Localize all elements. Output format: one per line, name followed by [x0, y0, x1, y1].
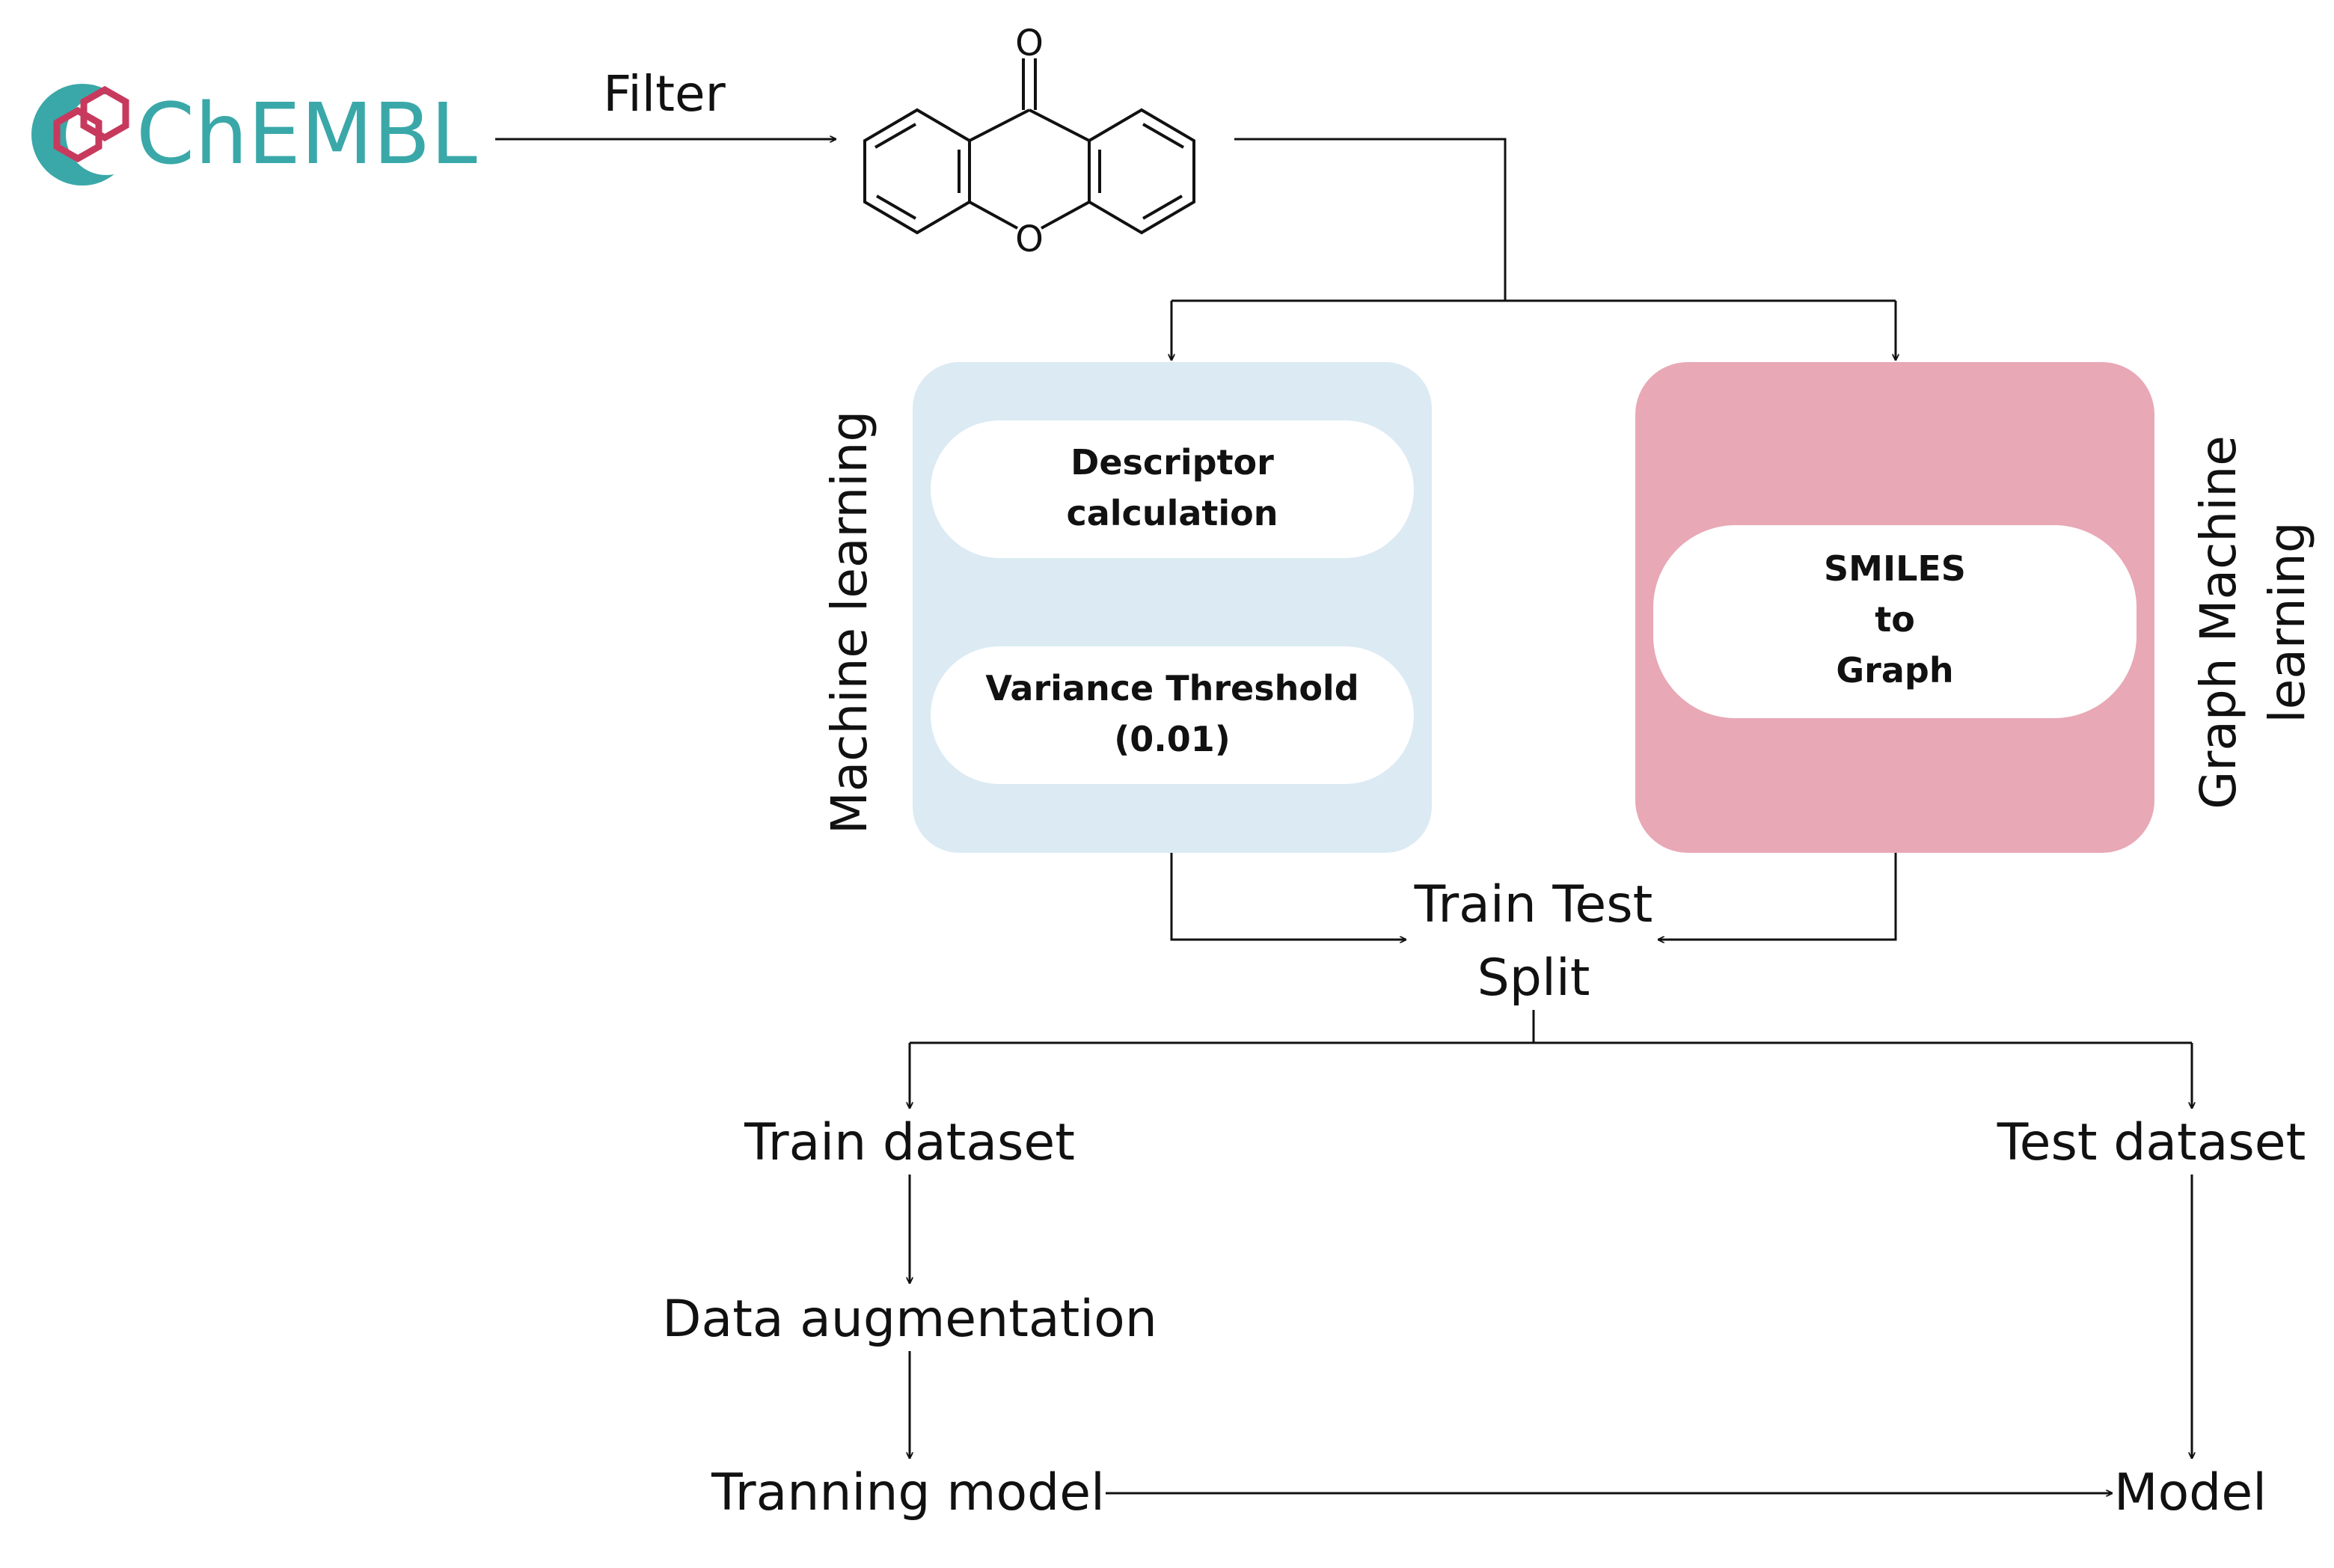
hexagon-icon	[53, 85, 129, 163]
smiles-to-graph-line1: SMILES	[1824, 548, 1966, 589]
chembl-logo: ChEMBL	[31, 84, 477, 186]
ring-oxygen-label: O	[1015, 218, 1044, 260]
descriptor-calculation-step	[931, 420, 1414, 558]
train-test-split-line2: Split	[1477, 949, 1590, 1008]
train-dataset-label: Train dataset	[744, 1113, 1075, 1172]
filter-label: Filter	[603, 65, 726, 123]
gml-box: SMILES to Graph	[1635, 362, 2154, 853]
carbonyl-oxygen-label: O	[1015, 22, 1044, 64]
descriptor-calculation-line2: calculation	[1066, 493, 1278, 533]
train-test-split-line1: Train Test	[1414, 875, 1653, 934]
test-dataset-label: Test dataset	[1997, 1113, 2306, 1172]
data-augmentation-label: Data augmentation	[662, 1290, 1157, 1349]
chembl-logo-text: ChEMBL	[136, 86, 477, 183]
ml-side-label: Machine learning	[821, 411, 878, 835]
ml-to-split-arrow	[1170, 853, 1406, 940]
smiles-to-graph-step	[1653, 525, 2137, 718]
smiles-to-graph-line3: Graph	[1836, 650, 1953, 690]
training-model-label: Tranning model	[711, 1463, 1105, 1522]
smiles-to-graph-line2: to	[1875, 599, 1915, 640]
descriptor-calculation-line1: Descriptor	[1070, 442, 1274, 483]
gml-side-label-line2: learning	[2258, 521, 2316, 723]
xanthone-molecule	[863, 58, 1195, 235]
variance-threshold-step	[931, 646, 1414, 784]
gml-to-split-arrow	[1658, 853, 1897, 940]
gml-side-label-line1: Graph Machine	[2190, 435, 2247, 809]
variance-threshold-line1: Variance Threshold	[985, 668, 1359, 708]
ml-box: Descriptor calculation Variance Threshol…	[913, 362, 1432, 853]
variance-threshold-line2: (0.01)	[1114, 719, 1231, 759]
molecule-connector	[1234, 138, 1507, 301]
model-label: Model	[2114, 1463, 2267, 1522]
